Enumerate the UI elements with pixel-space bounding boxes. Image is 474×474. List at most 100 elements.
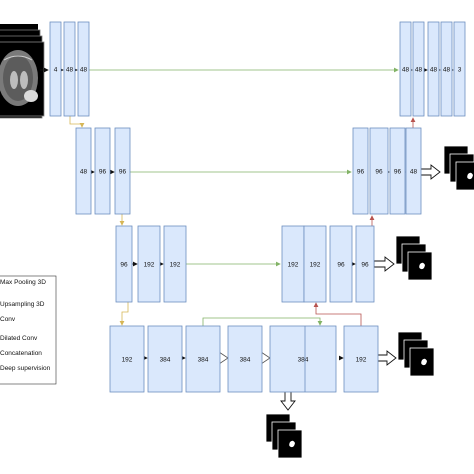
- l2-decoder-block-0-label: 96: [357, 168, 365, 175]
- l3-encoder-block-2-box: [163, 225, 187, 303]
- l2-decoder-block-3-box: [405, 127, 422, 215]
- l1-encoder-block-0: 4: [49, 21, 62, 117]
- l1-encoder-block-2: 48: [77, 21, 90, 117]
- l1-to-l2-max-pooling-arrow: [69, 116, 85, 128]
- bottleneck-block-4-box: [269, 325, 337, 393]
- l3-decoder-block-1-label: 192: [310, 261, 321, 268]
- final-segmentation-output-stack-icon-mask: [289, 440, 295, 448]
- l1-encoder-block-1-box: [63, 21, 76, 117]
- l1-encoder-block-1-label: 48: [66, 66, 74, 73]
- bottleneck-block-5-box: [343, 325, 379, 393]
- l2-decoder-block-3: 48: [405, 127, 422, 215]
- legend-item-label: Deep supervision: [0, 365, 51, 372]
- l3-segmentation-output-stack-icon: [395, 235, 433, 281]
- l3-decoder-block-3-label: 96: [361, 261, 369, 268]
- l2-decoder-block-1-label: 96: [375, 168, 383, 175]
- bottleneck-block-3-label: 384: [240, 356, 251, 363]
- l3-decoder-block-1: 192: [303, 225, 327, 303]
- l2-deep-supervision-arrow: [419, 164, 441, 180]
- l1-decoder-block-4-label: 3: [458, 66, 462, 73]
- l1-encoder-block-0-box: [49, 21, 62, 117]
- legend-item-upsampling: Upsampling 3D: [0, 301, 45, 308]
- bottleneck-block-0-box: [109, 325, 145, 393]
- l2-decoder-block-1-box: [369, 127, 389, 215]
- l1-decoder-block-3: 48: [440, 21, 453, 117]
- l2-decoder-block-2-box: [389, 127, 406, 215]
- bottleneck-block-0: 192: [109, 325, 145, 393]
- l1-decoder-block-3-label: 48: [443, 66, 451, 73]
- l3-decoder-block-2: 96: [329, 225, 353, 303]
- l2-encoder-block-1: 96: [94, 127, 111, 215]
- bottleneck-segmentation-output-stack-icon-mask: [421, 358, 427, 366]
- l1-decoder-block-0-box: [399, 21, 412, 117]
- l1-decoder-block-1: 48: [412, 21, 425, 117]
- l3-encoder-block-2: 192: [163, 225, 187, 303]
- legend-item-dilated-conv: Dilated Conv: [0, 335, 38, 342]
- l2-decoder-block-0-box: [352, 127, 369, 215]
- l2-encoder-block-2-label: 96: [119, 168, 127, 175]
- l1-encoder-block-2-box: [77, 21, 90, 117]
- l2-segmentation-output-stack-icon: [443, 145, 474, 191]
- l2-decoder-block-2-label: 96: [394, 168, 402, 175]
- l3-encoder-block-0-label: 96: [120, 261, 128, 268]
- l1-decoder-block-2-label: 48: [430, 66, 438, 73]
- bottleneck-block-3: 384: [227, 325, 263, 393]
- l1-decoder-block-3-box: [440, 21, 453, 117]
- mri-input-stack-icon: [0, 24, 45, 119]
- l2-encoder-block-1-label: 96: [99, 168, 107, 175]
- final-deep-supervision-arrow: [280, 389, 296, 411]
- l1-encoder-block-0-label: 4: [54, 66, 58, 73]
- legend-item-max-pooling: Max Pooling 3D: [0, 279, 46, 286]
- l2-segmentation-output-stack-icon-mask: [467, 172, 473, 180]
- bottleneck-block-0-label: 192: [122, 356, 133, 363]
- l3-encoder-block-0: 96: [115, 225, 133, 303]
- l2-decoder-block-3-label: 48: [410, 168, 418, 175]
- bottleneck-segmentation-output-stack-icon: [397, 331, 435, 377]
- l3-to-bottleneck-max-pooling-arrow: [119, 302, 129, 326]
- l2-encoder-block-2-box: [114, 127, 131, 215]
- bottleneck-concatenation-line: [202, 317, 323, 326]
- bottleneck-block-3-box: [227, 325, 263, 393]
- l1-decoder-block-4-box: [453, 21, 466, 117]
- l1-decoder-block-2: 48: [427, 21, 440, 117]
- bottleneck-block-4-label: 384: [298, 356, 309, 363]
- l3-encoder-block-2-label: 192: [170, 261, 181, 268]
- legend-item-label: Dilated Conv: [0, 335, 38, 342]
- legend-item-label: Upsampling 3D: [0, 301, 45, 308]
- l1-encoder-block-1: 48: [63, 21, 76, 117]
- bottleneck-block-1-label: 384: [160, 356, 171, 363]
- l3-decoder-block-3: 96: [355, 225, 375, 303]
- bottleneck-block-5: 192: [343, 325, 379, 393]
- l2-decoder-block-1: 96: [369, 127, 389, 215]
- bottleneck-block-2-label: 384: [198, 356, 209, 363]
- l1-decoder-block-1-label: 48: [415, 66, 423, 73]
- bottleneck-block-1-box: [147, 325, 183, 393]
- bottleneck-block-2-box: [185, 325, 221, 393]
- l2-encoder-block-2: 96: [114, 127, 131, 215]
- l2-encoder-block-0-box: [75, 127, 92, 215]
- legend-item-label: Max Pooling 3D: [0, 279, 46, 286]
- legend-box: [0, 275, 57, 385]
- bottleneck-block-5-label: 192: [356, 356, 367, 363]
- final-segmentation-output-stack-icon: [265, 413, 303, 459]
- l3-encoder-block-0-box: [115, 225, 133, 303]
- l3-segmentation-output-stack-icon-mask: [419, 262, 425, 270]
- l3-decoder-block-1-box: [303, 225, 327, 303]
- bottleneck-deep-supervision-arrow: [375, 350, 397, 366]
- l3-decoder-block-2-label: 96: [337, 261, 345, 268]
- l1-decoder-block-0: 48: [399, 21, 412, 117]
- l3-decoder-block-3-box: [355, 225, 375, 303]
- l1-encoder-block-2-label: 48: [80, 66, 88, 73]
- l2-decoder-block-2: 96: [389, 127, 406, 215]
- l2-decoder-block-0: 96: [352, 127, 369, 215]
- l2-encoder-block-1-box: [94, 127, 111, 215]
- l1-decoder-block-4: 3: [453, 21, 466, 117]
- legend-item-concatenation: Concatenation: [0, 350, 42, 357]
- l2-segmentation-output-stack-icon-slice: [455, 161, 474, 191]
- legend-item-deep-supervision: Deep supervision: [0, 365, 51, 372]
- l3-decoder-block-0: 192: [281, 225, 305, 303]
- l3-decoder-block-0-label: 192: [288, 261, 299, 268]
